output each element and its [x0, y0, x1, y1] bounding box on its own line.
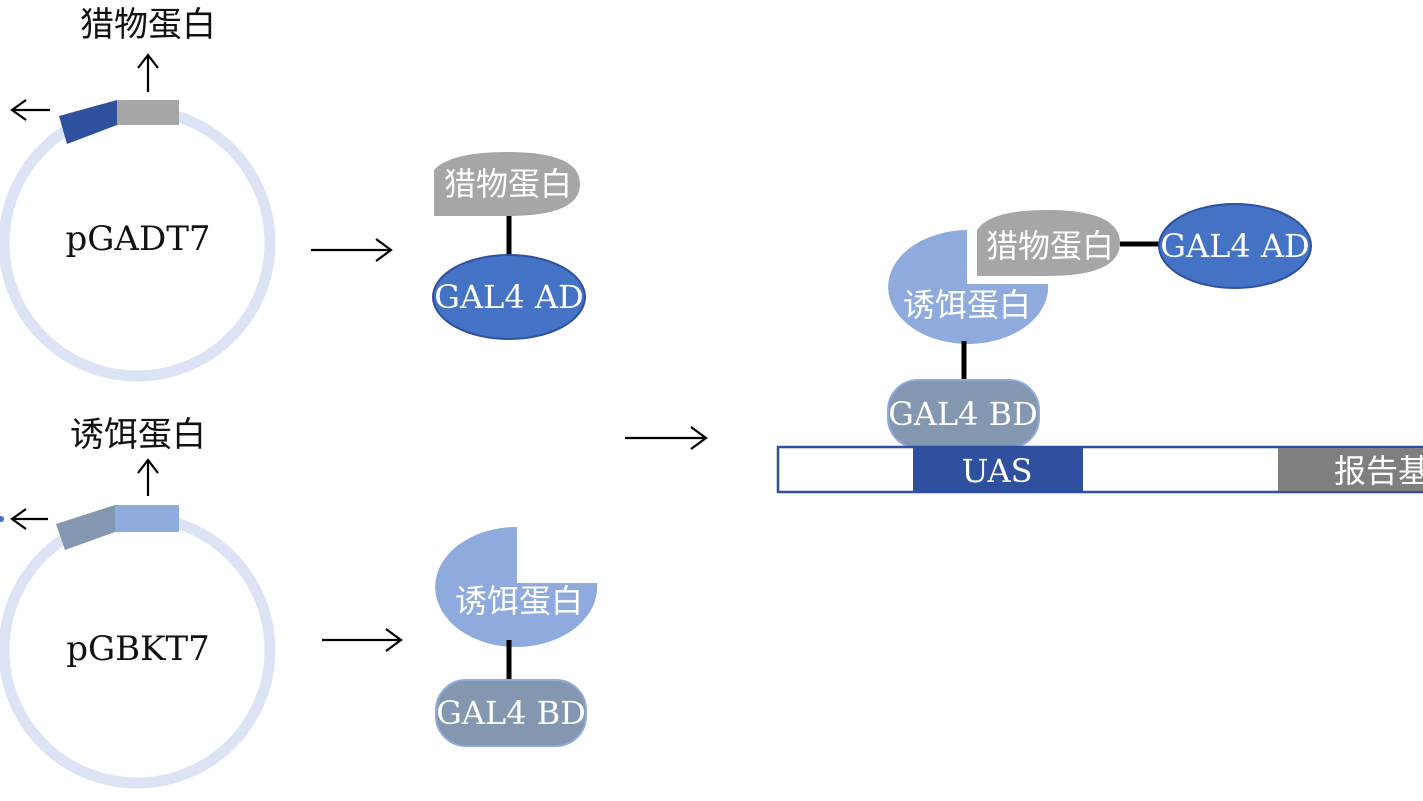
prey-insert-label: 猎物蛋白 [80, 5, 216, 45]
gal4-bd-label: GAL4 BD [436, 694, 586, 732]
promoter-segment [56, 505, 115, 550]
gal4-ad-label: GAL4 AD [1160, 227, 1309, 265]
gal4-ad-shape [432, 254, 586, 340]
edge-dot [0, 516, 4, 522]
prey-insert-segment [117, 100, 179, 125]
plasmid-name: pGADT7 [65, 219, 210, 259]
insert-up-arrow-icon [137, 458, 159, 496]
gal4-bd-label: GAL4 BD [888, 395, 1038, 433]
plasmid-pgbkt7: 诱饵蛋白 pGBKT7 [0, 415, 276, 789]
gal4-ad-label: GAL4 AD [434, 278, 583, 316]
prey-protein-shape [434, 152, 580, 216]
direction-arrow-icon [10, 99, 50, 121]
gal4-ad-shape [1158, 203, 1312, 289]
direction-arrow-icon [10, 508, 48, 530]
bait-protein-label: 诱饵蛋白 [903, 286, 1031, 324]
bait-protein-shape [888, 230, 1049, 344]
right-arrow-icon [311, 238, 393, 262]
promoter-segment [59, 100, 117, 144]
gal4-bd-shape [435, 679, 587, 747]
prey-protein-label: 猎物蛋白 [444, 165, 572, 203]
reporter-gene-label: 报告基因 [1334, 452, 1423, 490]
dna-strand: UAS 报告基因 [776, 445, 1423, 494]
plasmid-pgadt7: 猎物蛋白 pGADT7 [0, 5, 276, 382]
bait-insert-label: 诱饵蛋白 [70, 415, 206, 455]
prey-protein-label: 猎物蛋白 [986, 227, 1114, 265]
uas-label: UAS [961, 452, 1032, 490]
prey-fusion: 猎物蛋白 GAL4 AD [432, 152, 586, 340]
reporter-gene-segment [1278, 448, 1423, 491]
prey-protein-shape [977, 210, 1120, 276]
uas-segment [913, 448, 1083, 491]
plasmid-name: pGBKT7 [66, 629, 210, 669]
bait-fusion: 诱饵蛋白 GAL4 BD [435, 526, 598, 747]
bait-protein-label: 诱饵蛋白 [455, 582, 583, 620]
right-arrow-icon [625, 426, 708, 450]
bait-insert-segment [115, 505, 179, 532]
right-arrow-icon [322, 628, 403, 652]
insert-up-arrow-icon [137, 53, 159, 92]
bait-protein-shape [435, 526, 598, 647]
complex: 诱饵蛋白 猎物蛋白 GAL4 AD GAL4 BD UAS 报告基因 [776, 203, 1423, 494]
